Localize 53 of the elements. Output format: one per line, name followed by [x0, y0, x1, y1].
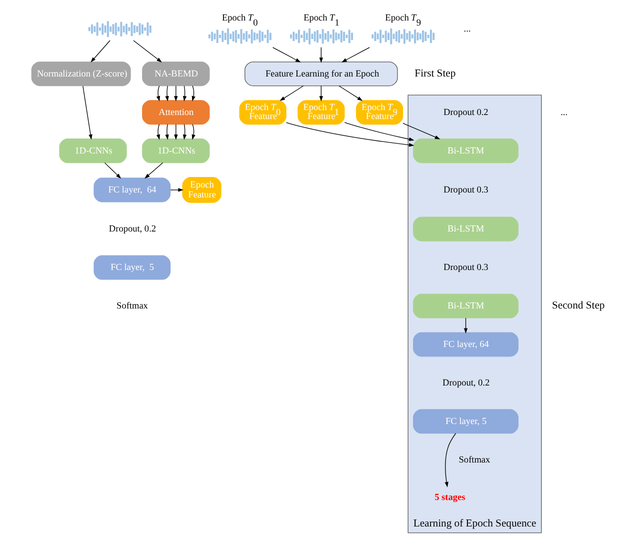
arrow — [156, 86, 160, 102]
node-box: Feature Learning for an Epoch — [244, 62, 398, 86]
arrow — [82, 86, 92, 140]
arrow — [338, 86, 363, 101]
node-box: NA-BEMD — [142, 62, 210, 86]
label: Dropout 0.3 — [444, 185, 488, 196]
arrow — [342, 47, 370, 62]
node-text: 5 stages — [434, 493, 466, 504]
arrow — [182, 124, 187, 140]
node-box: Normalization (Z-score) — [31, 62, 131, 86]
node-box: 1D-CNNs — [142, 138, 210, 164]
label: ... — [464, 24, 471, 35]
arrow — [286, 122, 414, 147]
arrow — [104, 162, 122, 179]
arrow — [182, 86, 187, 102]
node-box: Bi-LSTM — [413, 216, 518, 242]
arrow — [402, 122, 440, 140]
arrow — [280, 86, 304, 101]
arrow — [174, 124, 178, 140]
node-box: FC layer, 64 — [94, 178, 171, 202]
label: Dropout 0.3 — [444, 262, 488, 273]
arrow — [174, 86, 178, 102]
label: First Step — [414, 68, 456, 80]
arrow — [444, 433, 456, 488]
label: Dropout, 0.2 — [108, 224, 156, 235]
arrow — [144, 162, 164, 179]
arrow — [156, 124, 160, 140]
node-box: 1D-CNNs — [59, 138, 127, 164]
label: Softmax — [116, 301, 148, 312]
label: ... — [560, 108, 568, 118]
arrow — [319, 47, 324, 63]
arrow — [165, 124, 169, 140]
node-box: FC layer, 64 — [413, 332, 518, 357]
node-box: Bi-LSTM — [413, 294, 518, 318]
label: Second Step — [552, 300, 605, 312]
label: Dropout, 0.2 — [442, 378, 490, 388]
node-box: Attention — [142, 100, 210, 125]
arrow — [90, 40, 110, 62]
arrow — [170, 188, 184, 192]
node-box: FC layer, 5 — [94, 255, 171, 280]
arrow — [344, 122, 414, 142]
node-box: FC layer, 5 — [413, 409, 518, 434]
arrow — [165, 86, 169, 102]
arrow — [272, 47, 301, 62]
arrow — [192, 86, 196, 102]
arrow — [192, 124, 196, 140]
arrow — [133, 40, 162, 62]
arrow — [464, 318, 468, 334]
arrow — [319, 86, 324, 102]
label: Dropout 0.2 — [444, 108, 488, 118]
node-box: Bi-LSTM — [413, 138, 518, 164]
label: Softmax — [458, 455, 490, 466]
node-box: Epoch Feature — [182, 177, 222, 203]
